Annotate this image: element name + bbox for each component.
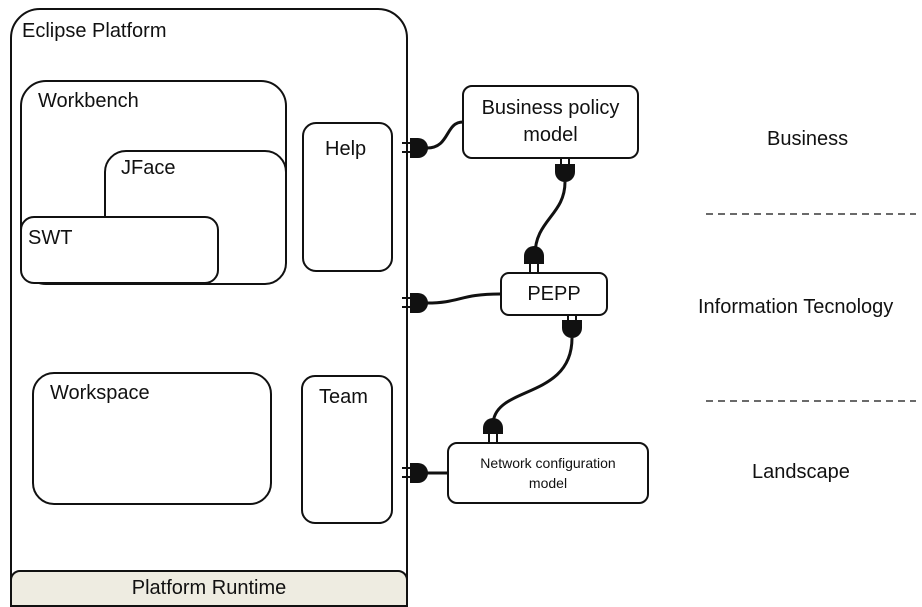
workspace-box [32, 372, 272, 505]
eclipse-platform-label: Eclipse Platform [22, 20, 167, 42]
plug-icon-pepp-top [524, 246, 544, 274]
swt-label: SWT [28, 227, 73, 249]
pepp-label: PEPP [527, 282, 581, 305]
socket-icon-pepp-bottom [562, 314, 582, 338]
workbench-label: Workbench [38, 90, 139, 112]
network-config-line1: Network configuration [480, 455, 616, 471]
wire-business-policy [426, 120, 464, 150]
plug-icon-business [402, 138, 428, 158]
platform-runtime-label: Platform Runtime [131, 577, 287, 599]
team-label: Team [319, 386, 368, 408]
network-config-line2: model [528, 475, 568, 491]
layer-label-information-technology: Information Tecnology [698, 296, 894, 318]
layer-label-business: Business [767, 128, 849, 150]
team-box [301, 375, 393, 524]
help-label: Help [325, 138, 367, 160]
platform-runtime-bar: Platform Runtime [10, 570, 408, 607]
wire-business-to-pepp [533, 181, 567, 256]
jface-label: JFace [121, 157, 176, 179]
business-policy-model-box: Business policy model [462, 85, 639, 159]
swt-box [20, 216, 219, 284]
workspace-label: Workspace [50, 382, 150, 404]
business-policy-line2: model [523, 124, 578, 146]
business-policy-line1: Business policy [481, 97, 620, 119]
wire-pepp [426, 292, 501, 305]
pepp-box: PEPP [500, 272, 608, 316]
layer-label-landscape: Landscape [752, 461, 850, 483]
network-configuration-model-box: Network configuration model [447, 442, 649, 504]
plug-icon-network-top [483, 418, 503, 444]
wire-pepp-to-network [491, 337, 574, 426]
plug-icon-pepp [402, 293, 428, 313]
help-box [302, 122, 393, 272]
socket-icon-business-bottom [555, 157, 575, 182]
plug-icon-network [402, 463, 428, 483]
